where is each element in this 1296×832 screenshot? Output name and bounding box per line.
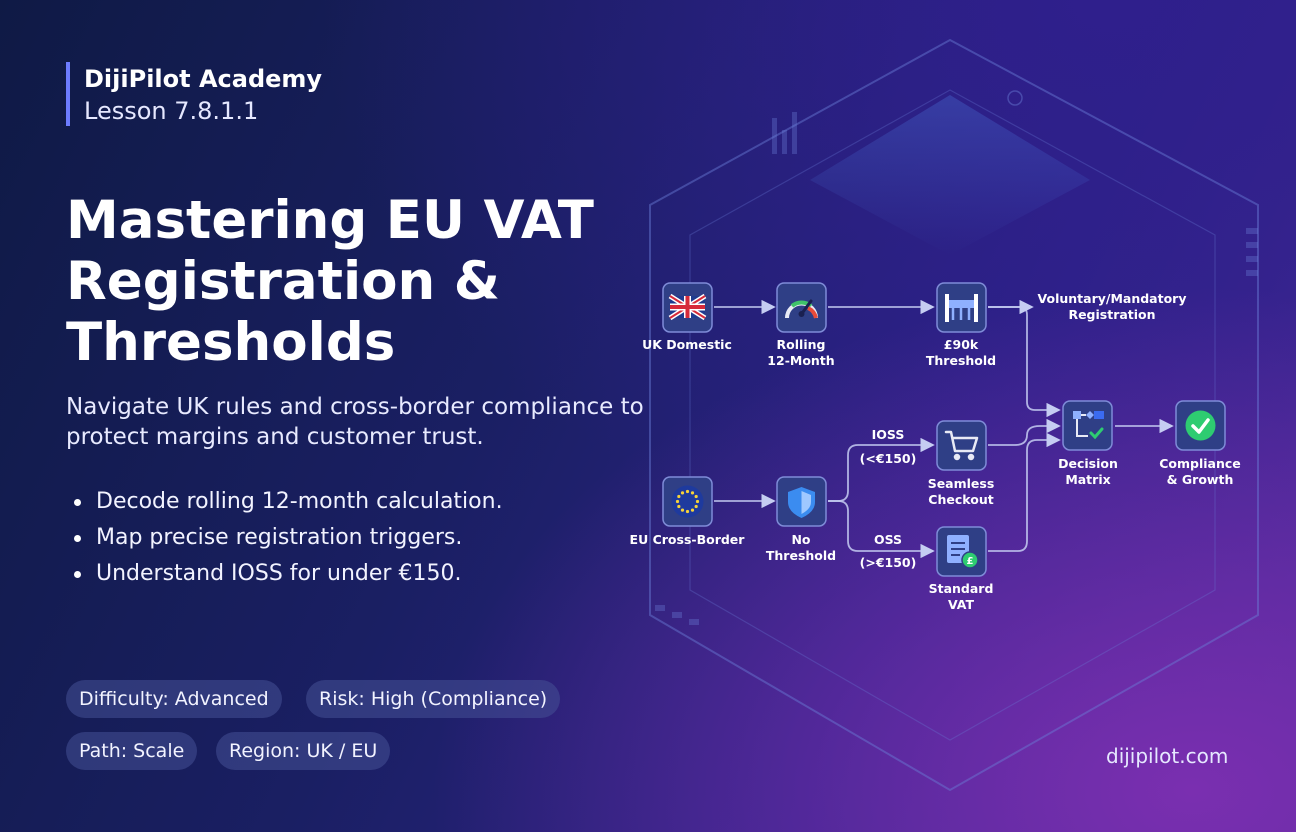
brand-name: DijiPilot Academy (84, 65, 323, 93)
bullet-item: Understand IOSS for under €150. (66, 556, 503, 592)
website-link[interactable]: dijipilot.com (1106, 744, 1229, 768)
subtitle: Navigate UK rules and cross-border compl… (66, 394, 644, 450)
lesson-number: Lesson 7.8.1.1 (84, 97, 259, 125)
eu-star (694, 494, 698, 499)
eu-star (690, 508, 695, 512)
label-compliance-growth: Compliance& Growth (1159, 456, 1241, 487)
tag-risk: Risk: High (Compliance) (306, 680, 561, 718)
label-oss: OSS(>€150) (860, 532, 917, 570)
gauge-icon (785, 299, 818, 319)
flowchart-icon (1073, 411, 1104, 440)
eu-star (695, 499, 700, 504)
uk-flag-icon (668, 293, 707, 321)
bullet-item: Map precise registration triggers. (66, 520, 503, 556)
cart-icon (944, 430, 979, 461)
node-seamless-checkout (936, 420, 987, 471)
bullet-item: Decode rolling 12-month calculation. (66, 484, 503, 520)
eu-star (680, 508, 685, 512)
label-eu-cross-border: EU Cross-Border (630, 532, 746, 547)
eu-star (677, 494, 681, 499)
tag-region: Region: UK / EU (216, 732, 391, 770)
edge-vat-to-matrix (988, 432, 1061, 552)
decor-dashes (655, 112, 1258, 625)
brand-block: DijiPilot Academy Lesson 7.8.1.1 (66, 62, 322, 126)
threshold-barrier-icon (945, 294, 978, 322)
hexagon-decoration (649, 38, 1259, 792)
eu-star (675, 499, 680, 504)
eu-flag-icon (671, 485, 704, 518)
label-ioss: IOSS(<€150) (860, 427, 917, 466)
svg-text:£: £ (967, 556, 974, 567)
invoice-icon: £ (947, 535, 979, 569)
label-uk-domestic: UK Domestic (642, 337, 732, 352)
tag-difficulty: Difficulty: Advanced (66, 680, 282, 718)
node-decision-matrix (1062, 400, 1113, 451)
eu-star (677, 504, 681, 509)
edge-threshold-to-matrix (988, 306, 1061, 418)
eu-star (685, 509, 690, 514)
eu-star (685, 489, 690, 494)
node-rolling (776, 282, 827, 333)
eu-star (680, 491, 685, 495)
shield-icon (788, 487, 815, 518)
edge-checkout-to-matrix (988, 418, 1061, 446)
check-circle-icon (1185, 410, 1216, 441)
eu-star (690, 491, 695, 495)
tag-path: Path: Scale (66, 732, 198, 770)
edge-nothreshold-to-checkout (828, 437, 935, 502)
page-title: Mastering EU VAT Registration & Threshol… (66, 190, 594, 373)
edge-nothreshold-to-vat (828, 500, 935, 559)
connectors (714, 299, 1174, 559)
bullet-list: Decode rolling 12-month calculation. Map… (66, 484, 503, 592)
eu-star (694, 504, 698, 509)
